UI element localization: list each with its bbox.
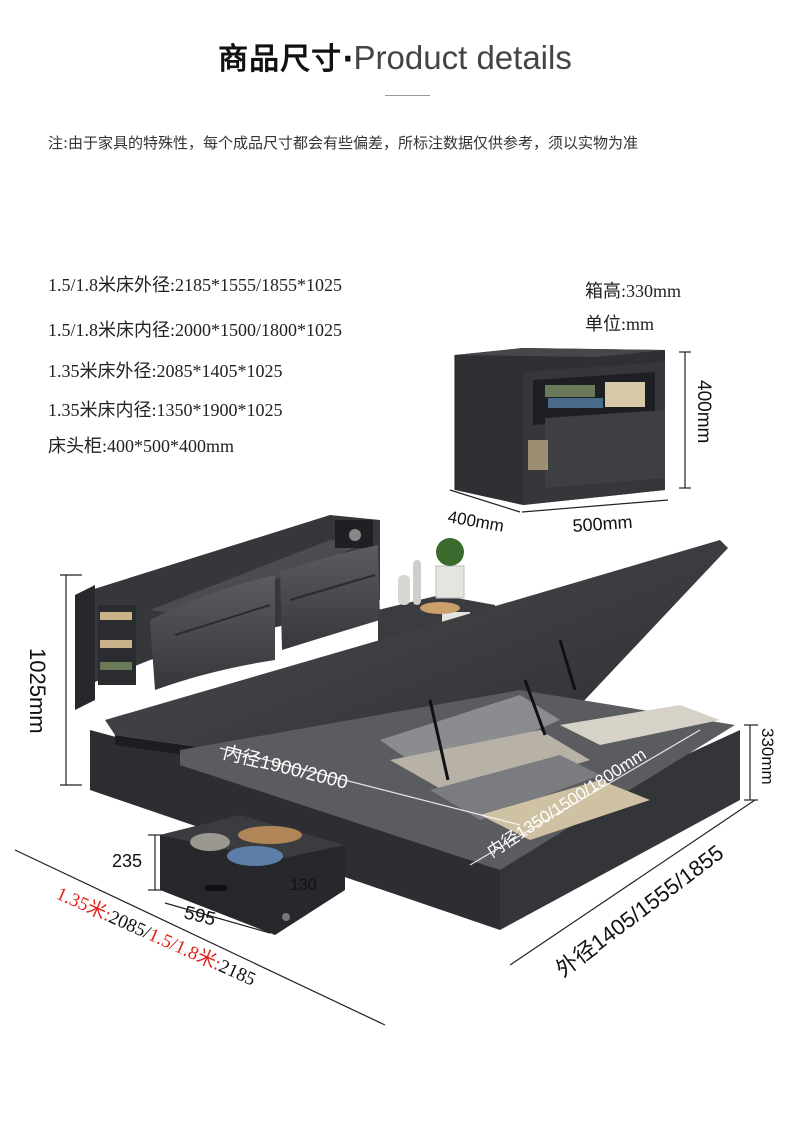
box-depth-label: 330mm — [758, 728, 777, 785]
unit-label: 单位:mm — [585, 314, 655, 334]
drawer-inner-label: 130 — [290, 877, 317, 894]
spec-outer-135: 1.35米床外径:2085*1405*1025 — [48, 361, 283, 381]
nightstand-width-label: 500mm — [572, 512, 633, 536]
nightstand-dimension-lines — [449, 351, 691, 513]
title-chinese: 商品尺寸 — [218, 42, 343, 77]
box-height-label: 箱高:330mm — [585, 281, 682, 301]
spec-outer-15-18: 1.5/1.8米床外径:2185*1555/1855*1025 — [48, 275, 343, 295]
inner-dimension-lines — [219, 729, 701, 866]
spec-inner-15-18: 1.5/1.8米床内径:2000*1500/1800*1025 — [48, 320, 343, 340]
nightstand-drawing — [454, 348, 665, 505]
title-separator: · — [342, 42, 354, 77]
nightstand-depth-label: 400mm — [446, 507, 505, 536]
nightstand-height-label: 400mm — [693, 380, 714, 443]
bed-dimension-lines — [14, 574, 758, 1026]
outer-length-15-18-value: 2185 — [215, 956, 258, 991]
title-underline — [385, 95, 430, 96]
spec-nightstand: 床头柜:400*500*400mm — [48, 436, 235, 456]
bed-height-label: 1025mm — [25, 648, 50, 734]
drawer-height-label: 235 — [112, 851, 142, 871]
title-english: Product details — [353, 39, 572, 76]
disclaimer-note: 注:由于家具的特殊性，每个成品尺寸都会有些偏差，所标注数据仅供参考，须以实物为准 — [48, 134, 639, 152]
bed-drawing — [75, 515, 740, 935]
outer-length-15-18-label: 1.5/1.8米: — [145, 923, 224, 974]
page-title: 商品尺寸·Product details — [0, 34, 790, 78]
spec-inner-135: 1.35米床内径:1350*1900*1025 — [48, 400, 283, 420]
outer-length-135-label: 1.35米: — [53, 882, 115, 925]
